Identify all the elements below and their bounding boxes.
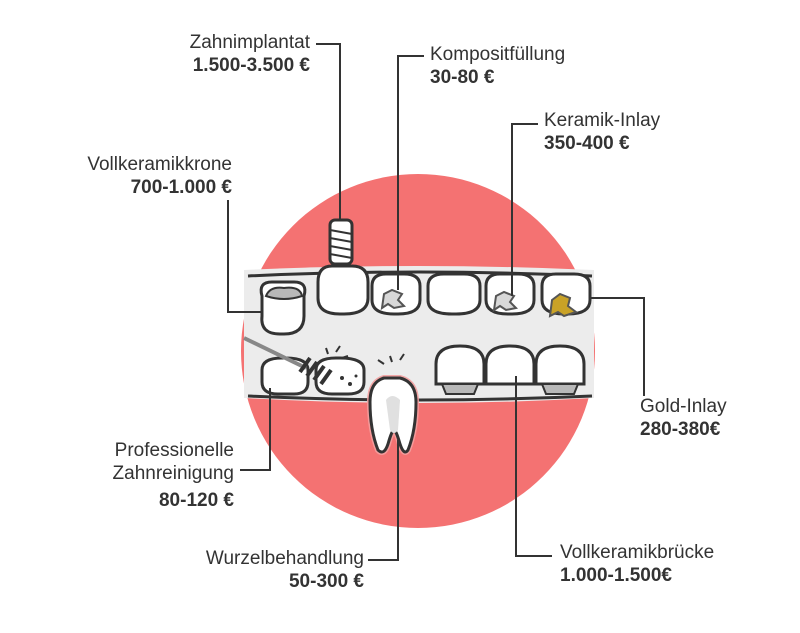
bridge-name: Vollkeramikbrücke xyxy=(560,542,715,563)
leader-composite xyxy=(397,55,424,290)
label-implant: Zahnimplantat 1.500-3.500 € xyxy=(120,32,310,78)
cleaning-name-line2: Zahnreinigung xyxy=(112,462,234,484)
root-canal-name: Wurzelbehandlung xyxy=(205,548,364,569)
label-cleaning: Professionelle Zahnreinigung 80-120 € xyxy=(40,440,234,512)
cleaning-name-line1: Professionelle xyxy=(114,440,234,461)
composite-name: Kompositfüllung xyxy=(430,44,566,65)
implant-name: Zahnimplantat xyxy=(189,32,310,53)
crown-price: 700-1.000 € xyxy=(130,176,232,198)
root-canal-price: 50-300 € xyxy=(288,570,364,592)
leader-rootcanal xyxy=(368,440,399,561)
tooth-icon xyxy=(426,272,482,316)
label-gold-inlay: Gold-Inlay 280-380€ xyxy=(640,396,790,442)
bridge-icon xyxy=(434,344,586,395)
composite-filling-icon xyxy=(370,272,422,316)
gold-inlay-price: 280-380€ xyxy=(640,418,721,440)
lower-tooth-left xyxy=(260,356,310,396)
label-bridge: Vollkeramikbrücke 1.000-1.500€ xyxy=(560,542,790,588)
leader-lines xyxy=(227,43,645,561)
root-canal-tooth-icon xyxy=(366,353,420,455)
leader-crown xyxy=(227,200,262,313)
ceramic-inlay-price: 350-400 € xyxy=(544,132,630,154)
label-crown: Vollkeramikkrone 700-1.000 € xyxy=(20,154,232,200)
label-ceramic-inlay: Keramik-Inlay 350-400 € xyxy=(544,110,744,156)
gold-inlay-name: Gold-Inlay xyxy=(640,396,727,417)
ceramic-inlay-icon xyxy=(484,272,536,316)
crown-icon xyxy=(259,280,307,336)
crown-name: Vollkeramikkrone xyxy=(87,154,232,175)
leader-bridge xyxy=(515,376,552,557)
leader-gold xyxy=(590,297,645,396)
lower-gum-line xyxy=(247,394,593,402)
label-root-canal: Wurzelbehandlung 50-300 € xyxy=(130,548,364,594)
bridge-price: 1.000-1.500€ xyxy=(560,564,672,586)
leader-ceramic xyxy=(511,123,538,296)
gold-inlay-icon xyxy=(540,272,592,318)
toothbrush-icon xyxy=(243,336,349,386)
cleaning-price: 80-120 € xyxy=(158,489,234,511)
label-composite: Kompositfüllung 30-80 € xyxy=(430,44,650,90)
composite-price: 30-80 € xyxy=(430,66,495,88)
ceramic-inlay-name: Keramik-Inlay xyxy=(544,110,661,131)
leader-cleaning xyxy=(240,388,271,471)
implant-price: 1.500-3.500 € xyxy=(192,54,310,76)
upper-gum-line xyxy=(247,270,593,278)
leader-implant xyxy=(316,43,341,220)
tooth-with-plaque xyxy=(314,356,366,396)
dental-implant-icon xyxy=(316,218,370,316)
